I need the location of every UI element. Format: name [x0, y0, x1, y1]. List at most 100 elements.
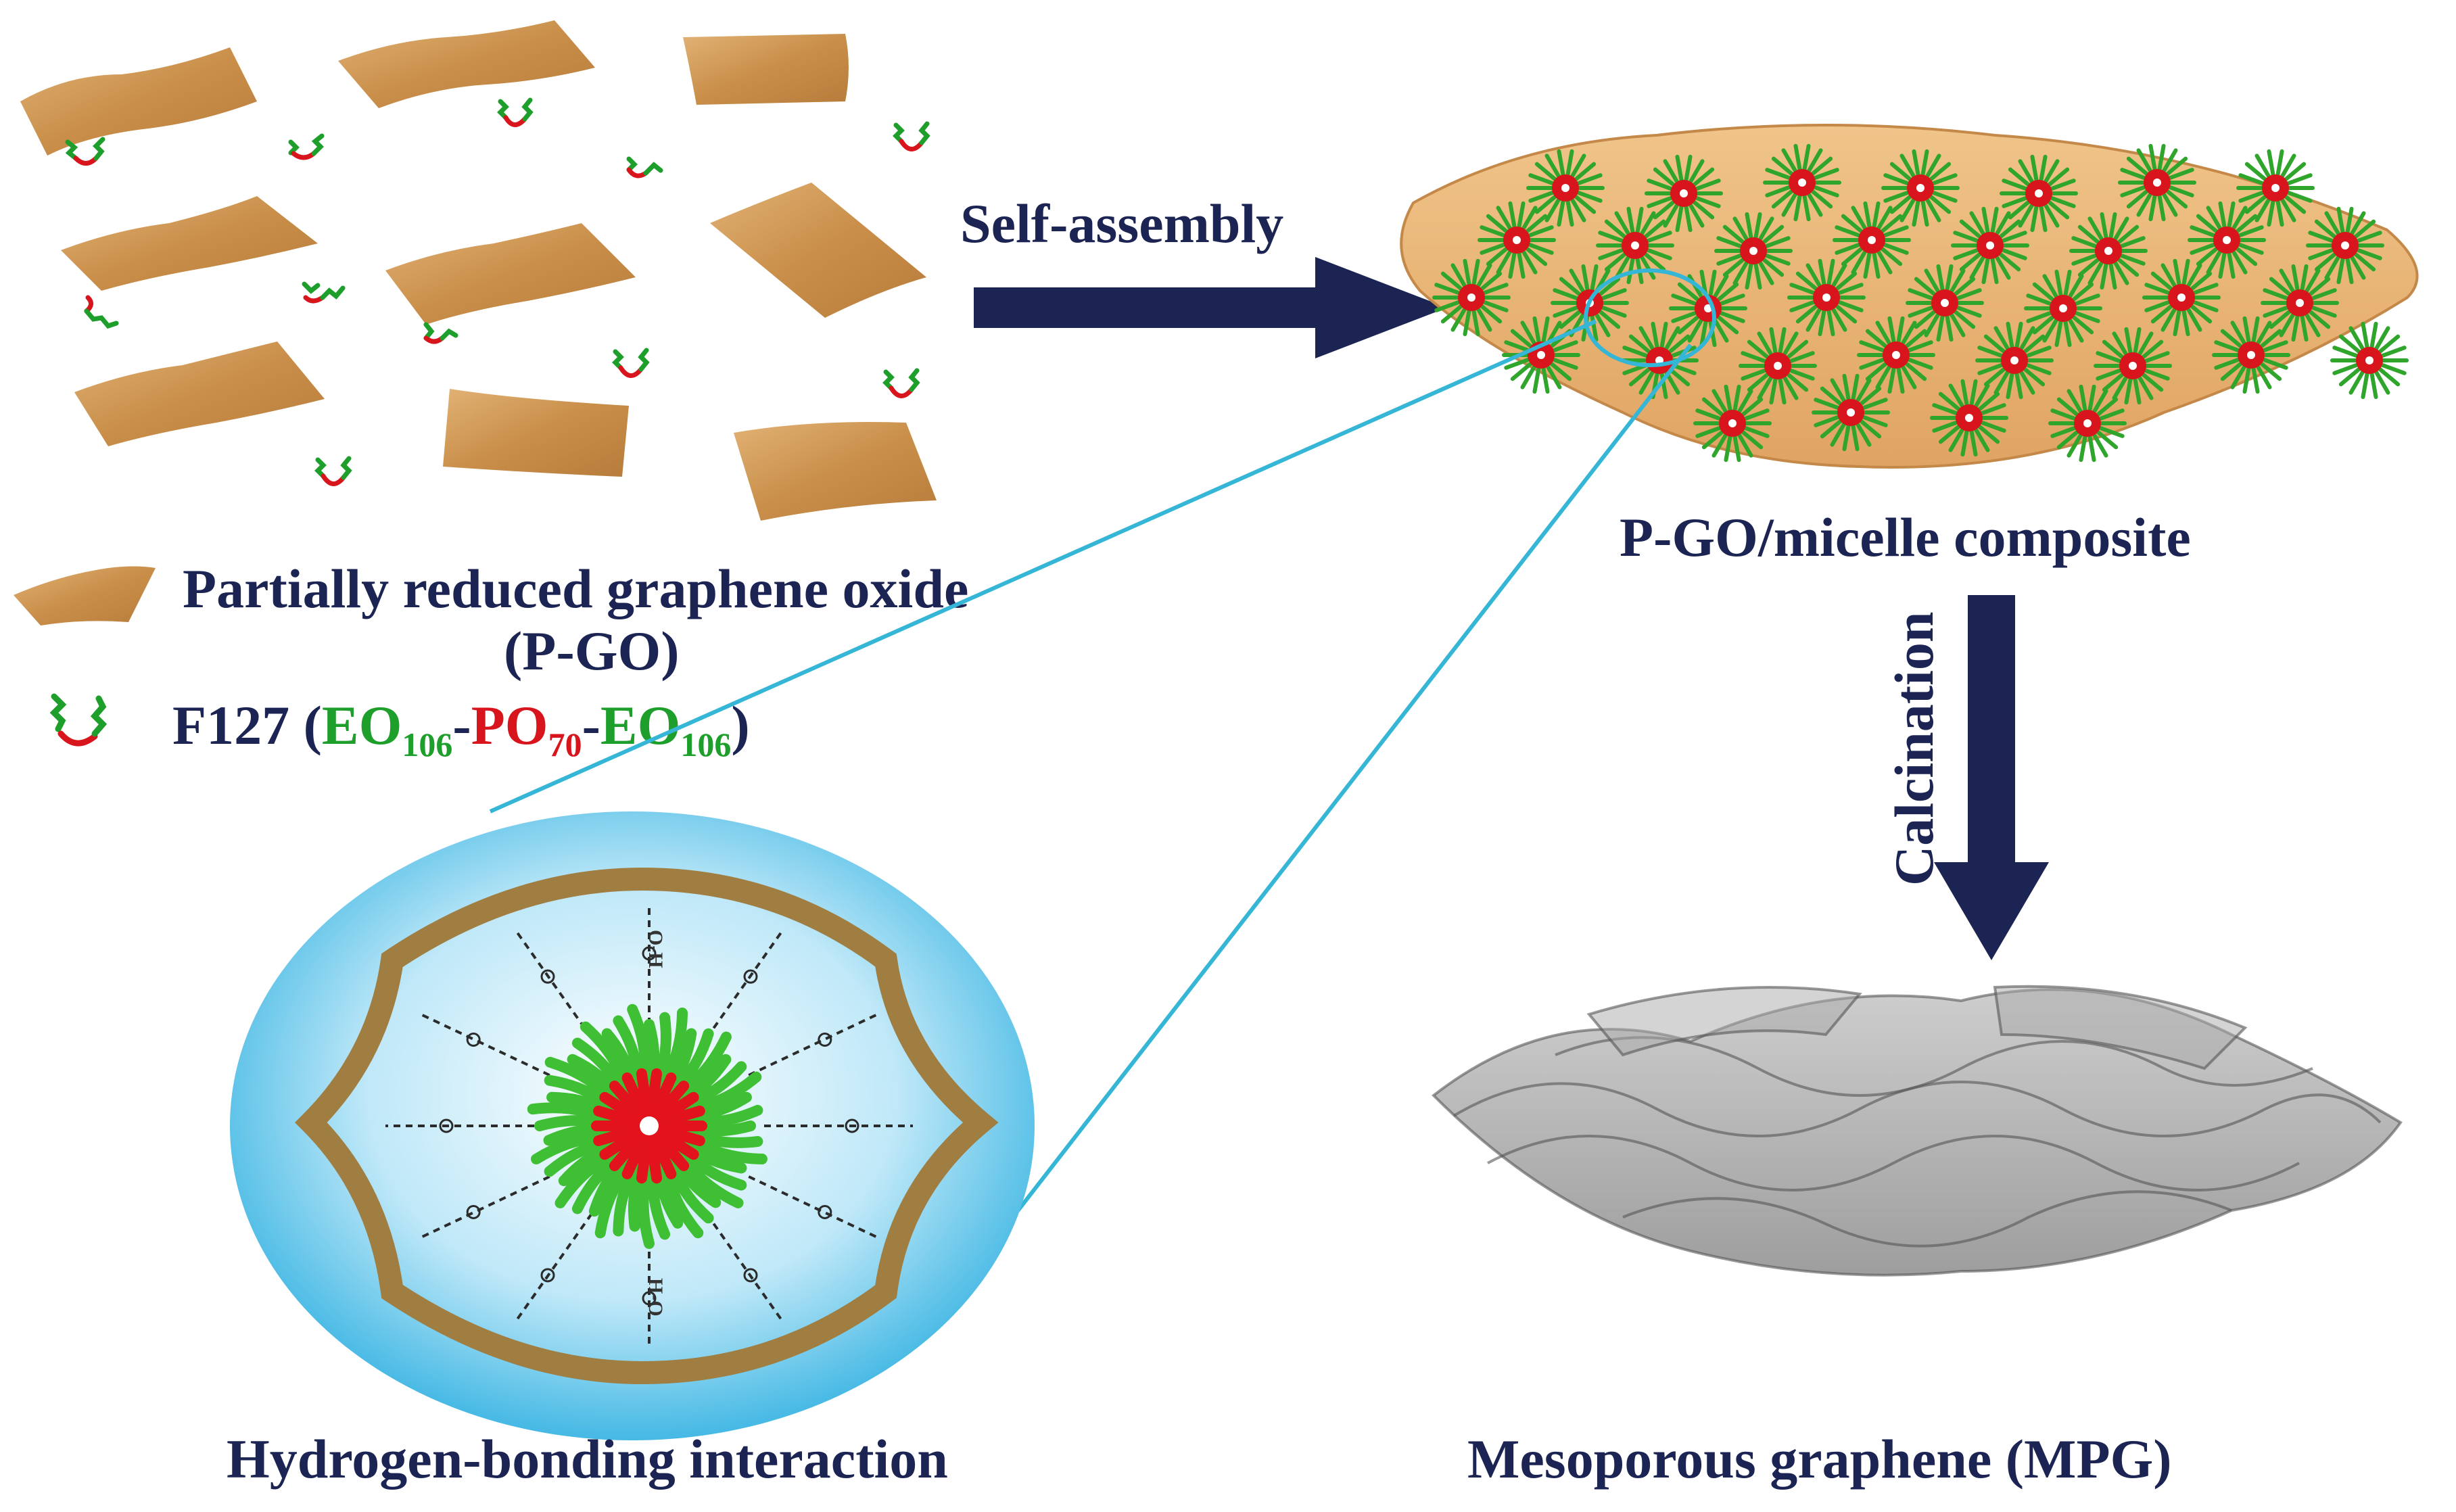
- hydrogen-bond: [642, 1227, 657, 1349]
- f127-molecules: [65, 97, 930, 486]
- calcination-arrow: Calcination: [1883, 595, 2049, 960]
- f127-molecule: [65, 137, 105, 166]
- micelle: [1739, 327, 1817, 405]
- micelle: [1432, 258, 1511, 337]
- f127-molecule: [314, 456, 352, 486]
- hydrogen-bond: [764, 1118, 913, 1133]
- mpg-layer: [1993, 985, 2248, 1070]
- zoom-line: [1006, 344, 1693, 1225]
- micelle: [1857, 316, 1935, 394]
- micelle: [2306, 206, 2384, 285]
- legend-f127: F127 (EO106-PO70-EO106): [172, 694, 750, 763]
- micelle: [1881, 149, 1960, 227]
- micelle: [1833, 201, 1911, 279]
- mpg-layer: [1555, 1036, 2313, 1097]
- micelle: [1551, 264, 1629, 342]
- mesoporous-graphene: [1431, 985, 2403, 1277]
- legend-pgo-line1: Partially reduced graphene oxide: [183, 558, 968, 619]
- hydrogen-bonding-bubble: O-H H-O: [230, 811, 1035, 1440]
- legend-sheet-icon: [14, 566, 156, 625]
- micelle: [1714, 212, 1793, 290]
- f127-molecule: [288, 133, 325, 160]
- calcination-label: Calcination: [1883, 612, 1945, 886]
- hydrogen-bond: [516, 1212, 593, 1320]
- mpg-layer: [1453, 1081, 2382, 1137]
- micelle: [2142, 258, 2221, 337]
- hydrogen-bonds: [385, 903, 913, 1349]
- micelle: [1812, 373, 1890, 452]
- pgo-sheet: [61, 196, 318, 291]
- legend: Partially reduced graphene oxide (P-GO) …: [14, 558, 968, 763]
- pgo-sheet: [74, 341, 325, 446]
- hydrogen-bond: [705, 1212, 782, 1320]
- micelle: [2212, 316, 2290, 394]
- f127-molecule: [882, 368, 920, 398]
- micelle: [2188, 201, 2266, 279]
- legend-f127-icon: [49, 693, 108, 747]
- micelle: [2094, 327, 2172, 405]
- hydrogen-bond: [748, 1013, 878, 1077]
- mpg-layer: [1487, 1135, 2300, 1191]
- pgo-sheet: [734, 422, 937, 521]
- micelle: [1951, 206, 2029, 285]
- hydrogen-bonding-caption: Hydrogen-bonding interaction: [227, 1428, 948, 1490]
- hydrogen-bond: [420, 1175, 550, 1239]
- f127-molecule: [497, 97, 534, 127]
- hydrogen-bond: [420, 1013, 550, 1077]
- arrow-down-icon: [1934, 595, 2049, 960]
- graphene-pore-wall: [294, 867, 999, 1385]
- micelle: [2048, 384, 2127, 463]
- micelle: [2024, 269, 2102, 348]
- pgo-sheet: [20, 47, 257, 156]
- f127-molecule: [626, 156, 663, 179]
- micelle: [1787, 258, 1866, 337]
- f127-molecule: [302, 281, 346, 304]
- micelle: [1763, 143, 1841, 222]
- mpg-layer: [1586, 986, 1862, 1057]
- hydrogen-bond: [385, 1118, 534, 1133]
- micelle: [2330, 321, 2409, 400]
- pgo-sheet: [338, 20, 595, 108]
- mpg-layer: [1431, 988, 2403, 1277]
- hydrogen-bond: [705, 932, 782, 1039]
- self-assembly-arrow: Self-assembly: [960, 193, 1447, 358]
- mpg-layer: [1622, 1190, 2232, 1248]
- micelle: [1906, 264, 1984, 342]
- mpg-caption: Mesoporous graphene (MPG): [1467, 1428, 2172, 1490]
- composite-caption: P-GO/micelle composite: [1620, 506, 2191, 568]
- central-micelle: [527, 1003, 768, 1249]
- legend-pgo-line2: (P-GO): [504, 620, 680, 682]
- pgo-sheets: [20, 20, 937, 521]
- f127-molecule: [84, 295, 119, 329]
- bond-label-top: O-H: [644, 930, 667, 968]
- pgo-sheet: [443, 389, 629, 477]
- pgo-sheet: [385, 223, 636, 325]
- arrow-right-icon: [974, 257, 1447, 358]
- micelle: [2236, 149, 2315, 227]
- pgo-sheet: [683, 34, 849, 105]
- zoom-line: [489, 319, 1597, 813]
- f127-molecule: [423, 322, 458, 344]
- pgo-sheet: [710, 183, 926, 318]
- hydrogen-bond: [516, 932, 593, 1039]
- micelle: [1930, 379, 2008, 457]
- hydrogen-bond: [642, 903, 657, 1024]
- micelle: [2118, 143, 2196, 222]
- zoom-callout-lines: [489, 268, 1716, 1225]
- micelle: [1526, 149, 1605, 227]
- self-assembly-label: Self-assembly: [960, 193, 1283, 254]
- micelle: [1596, 206, 1674, 285]
- micelle: [2000, 154, 2078, 233]
- micelle: [1645, 154, 1723, 233]
- f127-molecule: [893, 121, 930, 151]
- pgo-micelle-composite: [1400, 124, 2419, 469]
- micelle: [1478, 201, 1556, 279]
- bond-label-bottom: H-O: [644, 1278, 667, 1317]
- zoom-highlight-circle: [1584, 268, 1716, 367]
- micelle: [1975, 321, 2054, 400]
- micelle: [1693, 384, 1772, 463]
- hydrogen-bond: [748, 1175, 878, 1239]
- f127-molecule: [612, 348, 650, 378]
- micelle: [2069, 212, 2148, 290]
